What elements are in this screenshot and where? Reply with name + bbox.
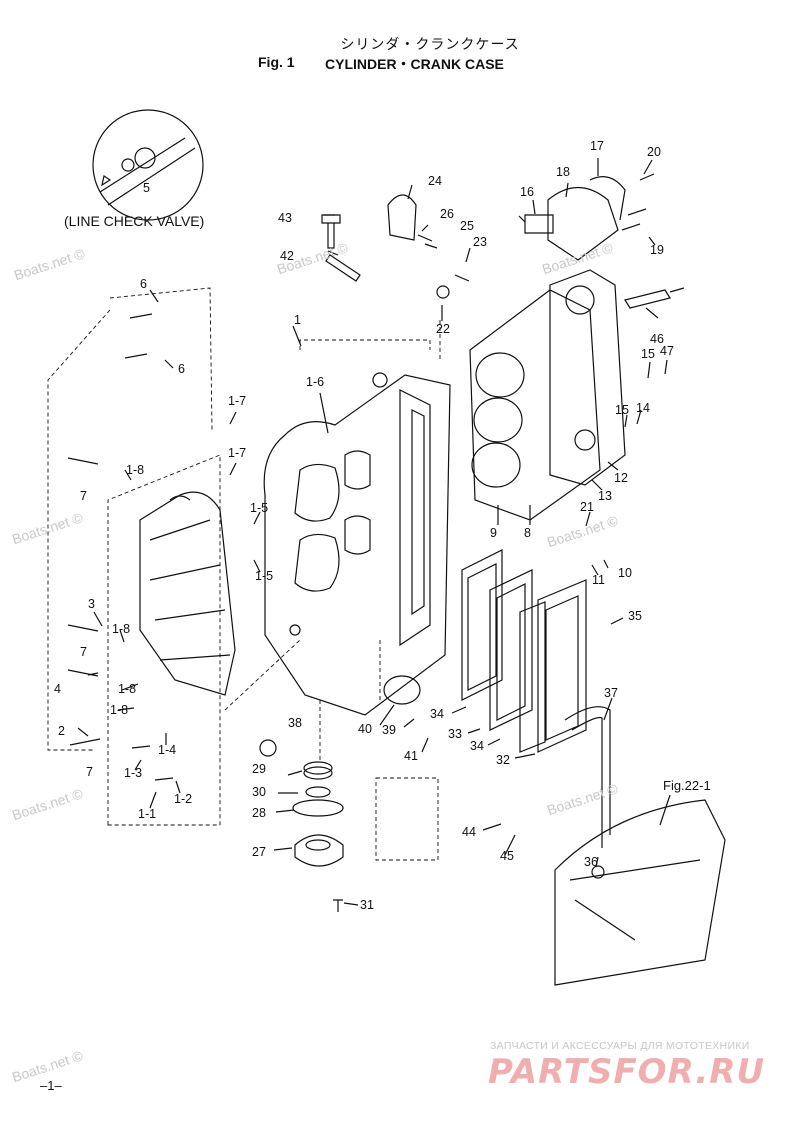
callout-10: 10 (618, 566, 632, 580)
callout-1-1: 1-1 (138, 807, 156, 821)
callout-1-4: 1-4 (158, 743, 176, 757)
cover-40-shape (383, 675, 421, 705)
housing-27-shape (294, 834, 344, 867)
callout-7: 7 (86, 765, 93, 779)
sensor-46-shape (624, 287, 685, 309)
callout-30: 30 (252, 785, 266, 799)
callout-12: 12 (614, 471, 628, 485)
callout-21: 21 (580, 500, 594, 514)
callout-1-8: 1-8 (126, 463, 144, 477)
callout-13: 13 (598, 489, 612, 503)
callout-3: 3 (88, 597, 95, 611)
figure-reference-link[interactable]: Fig.22-1 (663, 778, 711, 793)
callout-31: 31 (360, 898, 374, 912)
callout-38: 38 (288, 716, 302, 730)
callout-1-8: 1-8 (110, 703, 128, 717)
callout-1-6: 1-6 (306, 375, 324, 389)
callout-16: 16 (520, 185, 534, 199)
callout-27: 27 (252, 845, 266, 859)
callout-2: 2 (58, 724, 65, 738)
callout-15: 15 (615, 403, 629, 417)
callout-1-7: 1-7 (228, 394, 246, 408)
callout-34: 34 (470, 739, 484, 753)
callout-40: 40 (358, 722, 372, 736)
callout-39: 39 (382, 723, 396, 737)
cylinder-head-cover-shape (549, 269, 626, 486)
seal-29-shape (303, 761, 333, 775)
cylinder-head-8-shape (469, 289, 601, 521)
callout-35: 35 (628, 609, 642, 623)
callout-1-5: 1-5 (250, 501, 268, 515)
seal-30-shape (305, 786, 331, 798)
callout-6: 6 (178, 362, 185, 376)
callout-28: 28 (252, 806, 266, 820)
exhaust-plate-33-shape (489, 569, 533, 731)
callout-45: 45 (500, 849, 514, 863)
callout-42: 42 (280, 249, 294, 263)
callout-44: 44 (462, 825, 476, 839)
figure-title-english: CYLINDER・CRANK CASE (325, 56, 504, 72)
o-ring-28-shape (292, 799, 344, 817)
brand-caption: ЗАПЧАСТИ И АКСЕССУАРЫ ДЛЯ МОТОТЕХНИКИ (490, 1040, 750, 1052)
cover-24-shape (387, 194, 417, 241)
cylinder-block-1-shape (263, 374, 451, 716)
callout-1-8: 1-8 (118, 682, 136, 696)
callout-1-3: 1-3 (124, 766, 142, 780)
callout-36: 36 (584, 855, 598, 869)
callout-22: 22 (436, 322, 450, 336)
callout-18: 18 (556, 165, 570, 179)
callout-5: 5 (143, 181, 150, 195)
callout-23: 23 (473, 235, 487, 249)
callout-47: 47 (660, 344, 674, 358)
callout-1-7: 1-7 (228, 446, 246, 460)
line-check-valve-label: (LINE CHECK VALVE) (64, 213, 205, 229)
callout-19: 19 (650, 243, 664, 257)
exhaust-gasket-34-shape (461, 549, 503, 701)
crankcase-left-shape (139, 491, 236, 696)
callout-1-2: 1-2 (174, 792, 192, 806)
bracket-17-18-shape (547, 187, 619, 261)
callout-43: 43 (278, 211, 292, 225)
callout-9: 9 (490, 526, 497, 540)
callout-4: 4 (54, 682, 61, 696)
callout-14: 14 (636, 401, 650, 415)
callout-32: 32 (496, 753, 510, 767)
callout-41: 41 (404, 749, 418, 763)
exhaust-cover-32-shape (537, 579, 587, 753)
callout-29: 29 (252, 762, 266, 776)
callout-34: 34 (430, 707, 444, 721)
page-number: –1– (40, 1078, 62, 1093)
stud-42-shape (325, 254, 361, 282)
callout-33: 33 (448, 727, 462, 741)
callout-7: 7 (80, 489, 87, 503)
brand-logo: PARTSFOR.RU (488, 1052, 766, 1092)
figure-number: Fig. 1 (258, 54, 295, 70)
callout-20: 20 (647, 145, 661, 159)
hose-37-shape (564, 706, 611, 848)
callout-15: 15 (641, 347, 655, 361)
lower-hull-shape (554, 799, 726, 986)
callout-1-5: 1-5 (255, 569, 273, 583)
callout-11: 11 (592, 573, 605, 587)
figure-title-japanese: シリンダ・クランクケース (340, 36, 520, 52)
callout-1-8: 1-8 (112, 622, 130, 636)
callout-1: 1 (294, 313, 301, 327)
line-check-valve-inset-circle (92, 109, 204, 221)
callout-25: 25 (460, 219, 474, 233)
callout-6: 6 (140, 277, 147, 291)
callout-17: 17 (590, 139, 604, 153)
callout-37: 37 (604, 686, 618, 700)
callout-8: 8 (524, 526, 531, 540)
callout-26: 26 (440, 207, 454, 221)
callout-7: 7 (80, 645, 87, 659)
callout-24: 24 (428, 174, 442, 188)
callout-46: 46 (650, 332, 664, 346)
